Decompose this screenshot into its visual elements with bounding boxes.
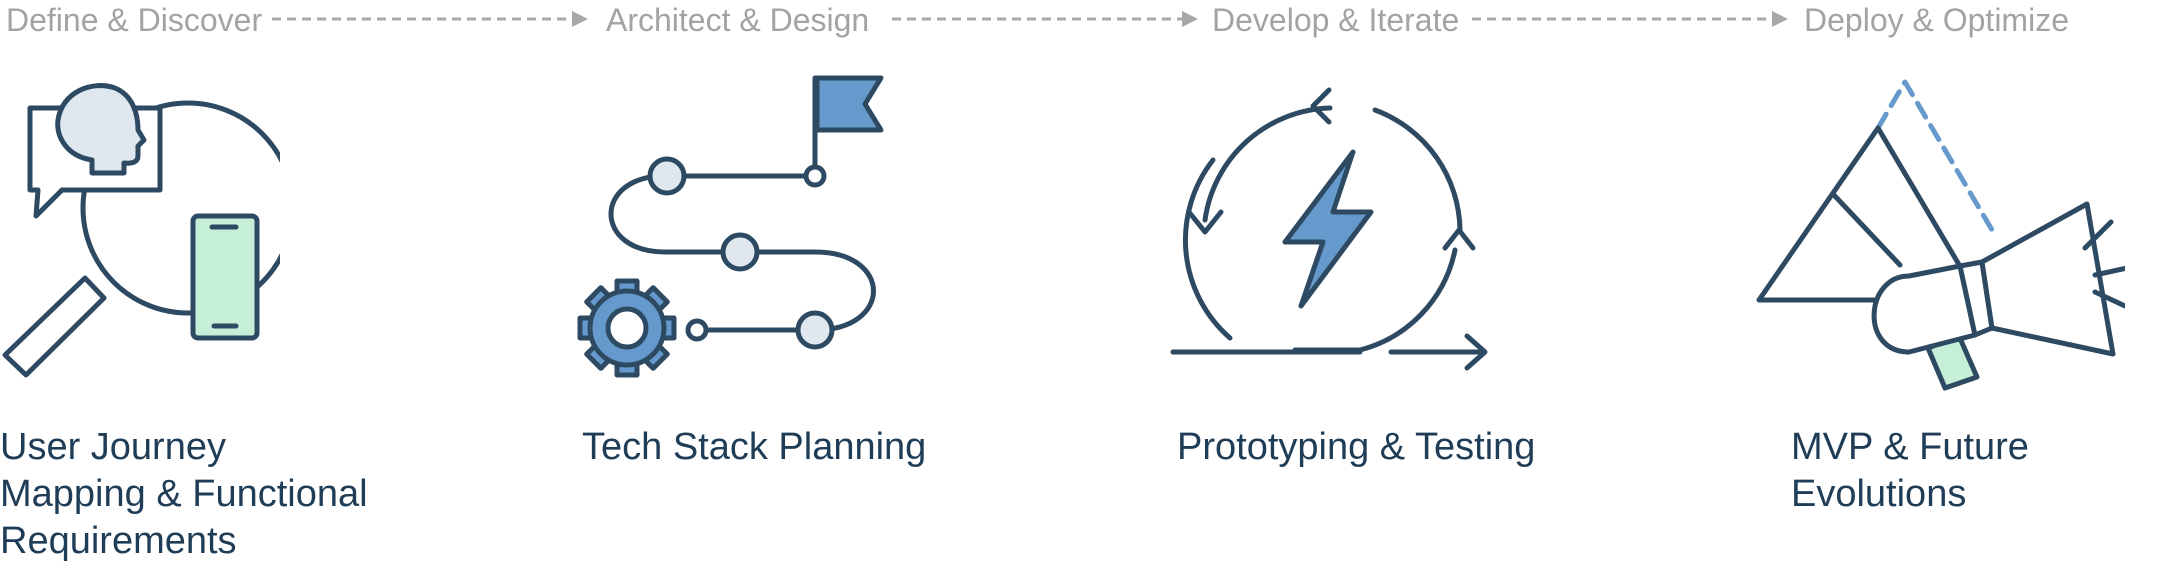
dashed-arrow-1 — [272, 11, 588, 27]
dashed-arrow-3 — [1472, 11, 1788, 27]
step-label-line: Mapping & Functional — [0, 473, 368, 515]
step-label-line: MVP & Future — [1791, 426, 2029, 468]
megaphone-launch-icon — [1756, 79, 2125, 391]
dashed-arrow-2 — [892, 11, 1198, 27]
step-label-user-journey: User Journey Mapping & Functional Requir… — [0, 424, 368, 563]
step-label-line: Tech Stack Planning — [582, 426, 927, 468]
phase-label-architect: Architect & Design — [606, 2, 870, 38]
phase-label-deploy: Deploy & Optimize — [1804, 2, 2069, 38]
step-label-tech-stack: Tech Stack Planning — [582, 424, 926, 471]
step-label-prototyping: Prototyping & Testing — [1177, 424, 1535, 471]
roadmap-icon — [577, 75, 884, 378]
step-label-line: Prototyping & Testing — [1177, 426, 1536, 468]
iteration-cycle-icon — [1170, 87, 1488, 371]
step-label-mvp: MVP & Future Evolutions — [1791, 424, 2029, 518]
research-icon — [2, 83, 280, 378]
phase-label-define: Define & Discover — [6, 2, 263, 38]
phase-label-develop: Develop & Iterate — [1212, 2, 1460, 38]
step-label-line: Requirements — [0, 520, 237, 562]
step-label-line: User Journey — [0, 426, 226, 468]
step-label-line: Evolutions — [1791, 473, 1967, 515]
